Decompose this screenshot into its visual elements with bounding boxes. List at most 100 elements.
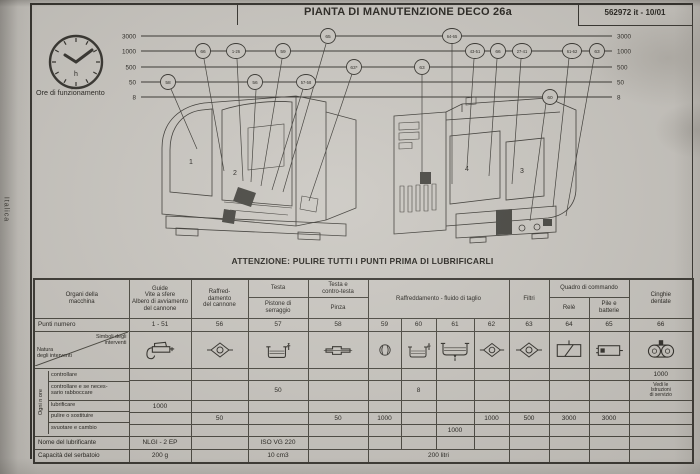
docnum-underline bbox=[578, 25, 692, 26]
svg-text:27-41: 27-41 bbox=[517, 49, 528, 54]
svg-text:3000: 3000 bbox=[617, 34, 632, 41]
frame-right bbox=[691, 3, 693, 459]
svg-text:1000: 1000 bbox=[122, 49, 137, 56]
header-head-sub: Pistone di serraggio bbox=[247, 297, 309, 319]
row-tank-capacity: Capacità del serbatoio 200 g 10 cm3 200 … bbox=[33, 449, 694, 464]
capacity-coolant: 200 litri bbox=[367, 449, 510, 464]
leader-lines bbox=[170, 43, 595, 222]
maintenance-point-labels: 65 66 1-26 59 63* 63 58 56 57-58 60 64-6… bbox=[165, 34, 600, 101]
diagonal-divider bbox=[35, 332, 128, 366]
capacity-row-label: Capacità del serbatoio bbox=[33, 449, 130, 464]
header-head: Testa bbox=[247, 278, 309, 298]
relay-icon bbox=[556, 340, 582, 357]
every-n-hours-strip: Ogni n ore bbox=[35, 371, 49, 434]
header-organs: Organi della macchina bbox=[33, 278, 130, 319]
svg-text:58: 58 bbox=[165, 80, 171, 86]
svg-text:500: 500 bbox=[617, 65, 628, 72]
svg-text:8: 8 bbox=[132, 95, 136, 102]
docnum-divider bbox=[578, 3, 579, 25]
svg-text:500: 500 bbox=[125, 65, 136, 72]
svg-text:63: 63 bbox=[419, 65, 425, 71]
svg-text:61-62: 61-62 bbox=[567, 49, 578, 54]
capacity-grease: 200 g bbox=[128, 449, 192, 464]
hour-scale-right: 3000 1000 500 50 8 bbox=[617, 34, 632, 102]
toothed-belt-icon bbox=[647, 340, 674, 358]
symbols-label: Simboli degli interventi bbox=[95, 334, 127, 346]
svg-text:57-58: 57-58 bbox=[301, 80, 312, 85]
svg-text:64-65: 64-65 bbox=[447, 34, 458, 39]
table-header-row-1: Organi della macchina Guide Vite a sfere… bbox=[33, 278, 694, 319]
hour-scale-lines bbox=[141, 35, 612, 98]
symbols-row: Simboli degli interventi Natura degli in… bbox=[33, 331, 694, 369]
sight-glass-icon bbox=[378, 344, 391, 356]
row-lubrificare: 1000 bbox=[34, 400, 694, 413]
interventions-left-block: Ogni n ore controllare controllare e se … bbox=[33, 368, 130, 437]
svg-text:59: 59 bbox=[280, 49, 286, 55]
svg-text:60: 60 bbox=[547, 95, 553, 101]
svg-text:63: 63 bbox=[594, 49, 600, 55]
maintenance-diagram: h Ore di funzionamento 3000 1000 500 50 … bbox=[36, 28, 632, 244]
svg-text:65: 65 bbox=[325, 34, 331, 40]
machine-panel-1-label: 1 bbox=[189, 159, 193, 166]
maintenance-table: Organi della macchina Guide Vite a sfere… bbox=[33, 278, 695, 464]
header-belts: Cinghie dentate bbox=[628, 278, 694, 319]
warning-text: ATTENZIONE: PULIRE TUTTI I PUNTI PRIMA D… bbox=[231, 256, 494, 266]
oil-tank-drain-icon bbox=[440, 342, 470, 361]
svg-text:50: 50 bbox=[129, 80, 137, 87]
svg-text:43-51: 43-51 bbox=[470, 49, 481, 54]
table-header-row-2: Pistone di serraggio Pinza Relè Pile e b… bbox=[34, 297, 693, 319]
svg-text:8: 8 bbox=[617, 95, 621, 102]
oil-tank-filler-icon bbox=[407, 343, 430, 358]
row-lubricant-name: Nome del lubrificante NLGI - 2 EP ISO VG… bbox=[33, 436, 694, 450]
svg-text:66: 66 bbox=[200, 49, 206, 55]
svg-text:3000: 3000 bbox=[122, 34, 137, 41]
capacity-oil: 10 cm3 bbox=[247, 449, 309, 464]
punti-label: Punti numero bbox=[33, 318, 130, 332]
header-barrel-cooling: Raffred- damento del cannone bbox=[190, 278, 249, 319]
row-label-pulire: pulire o sostituire bbox=[49, 412, 128, 423]
row-label-controllare: controllare bbox=[49, 371, 128, 382]
hours-axis-label: Ore di funzionamento bbox=[36, 88, 105, 97]
svg-text:63*: 63* bbox=[350, 65, 357, 71]
lubricant-oil: ISO VG 220 bbox=[247, 436, 309, 450]
clock-icon bbox=[48, 34, 104, 90]
header-batteries: Pile e batterie bbox=[588, 297, 630, 319]
lubricant-grease: NLGI - 2 EP bbox=[128, 436, 192, 450]
filter-diamond-icon bbox=[206, 342, 233, 358]
point-number-row: Punti numero 1 - 51 56 57 58 59 60 61 62… bbox=[33, 318, 694, 332]
row-label-rabboccare: controllare e se neces- sario rabboccare bbox=[49, 382, 128, 401]
battery-icon bbox=[596, 345, 623, 356]
page-title: PIANTA DI MANUTENZIONE DECO 26a bbox=[304, 6, 512, 18]
nature-label: Natura degli interventi bbox=[37, 347, 72, 359]
frame-top bbox=[30, 3, 693, 5]
filter-diamond-icon bbox=[479, 342, 504, 358]
doc-number: 562972 it - 10/01 bbox=[604, 8, 666, 17]
title-divider bbox=[237, 3, 238, 25]
symbols-nature-header-cell: Simboli degli interventi Natura degli in… bbox=[33, 331, 130, 369]
row-pulire: 50 50 1000 1000 500 3000 3000 bbox=[34, 412, 694, 425]
hour-scale-left: 3000 1000 500 50 8 bbox=[122, 34, 137, 102]
row-label-svuotare: svuotare e cambio bbox=[51, 424, 97, 431]
svg-text:56: 56 bbox=[252, 80, 258, 86]
machine-panel-3-label: 3 bbox=[520, 168, 524, 175]
spindle-collet-icon bbox=[323, 346, 353, 355]
row-rabboccare: 50 8 Vedi le Istruzioni di servizio bbox=[34, 380, 694, 401]
header-control-panel: Quadro di commando bbox=[548, 278, 630, 298]
row-svuotare: 1000 bbox=[34, 424, 694, 437]
header-counter-head: Testa e contro-testa bbox=[307, 278, 369, 298]
grease-gun-icon bbox=[146, 341, 175, 360]
svg-text:1-26: 1-26 bbox=[232, 49, 241, 54]
filter-diamond-icon bbox=[516, 342, 543, 358]
row-controllare: Ogni n ore controllare controllare e se … bbox=[33, 368, 694, 437]
svg-text:66: 66 bbox=[495, 49, 501, 55]
svg-text:50: 50 bbox=[617, 80, 625, 87]
header-guides: Guide Vite a sfere Albero di avviamento … bbox=[128, 278, 192, 319]
header-coolant: Raffreddamento - fluido di taglio bbox=[367, 278, 510, 319]
left-machine-drawing bbox=[161, 95, 357, 241]
machine-panel-2-label: 2 bbox=[233, 170, 237, 177]
lubricant-row-label: Nome del lubrificante bbox=[33, 436, 130, 450]
row-label-lubrificare: lubrificare bbox=[49, 401, 128, 412]
frame-left bbox=[30, 3, 32, 459]
clock-unit-label: h bbox=[74, 71, 78, 78]
